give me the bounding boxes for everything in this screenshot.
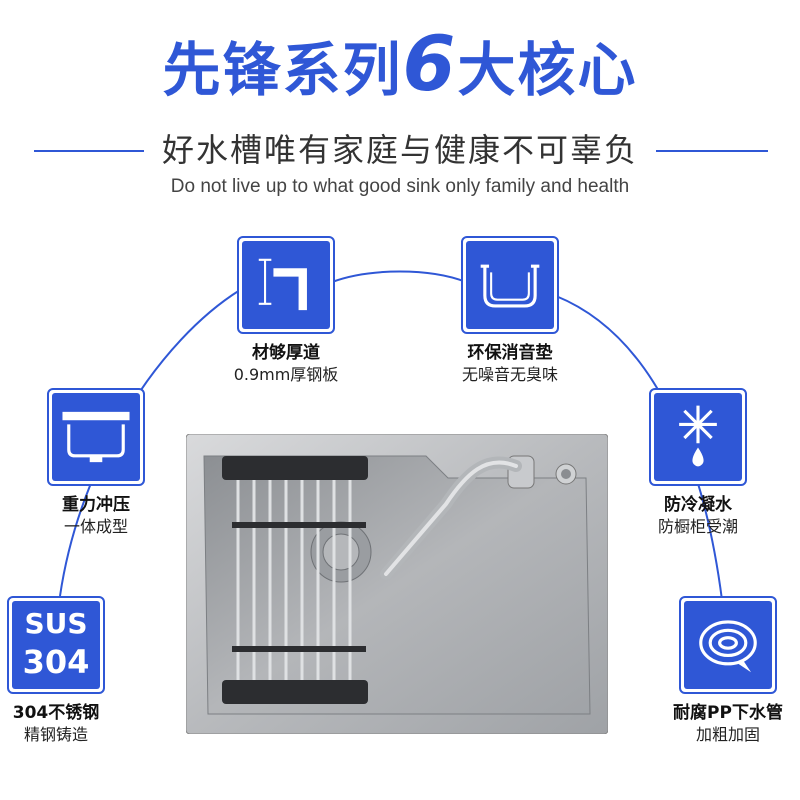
feature-desc: 一体成型 [63, 517, 128, 536]
feature-name: 环保消音垫 [467, 343, 553, 363]
feature-sound-pad: 环保消音垫 无噪音无臭味 [430, 236, 590, 386]
thickness-icon [242, 241, 330, 329]
subtitle-row: 好水槽唯有家庭与健康不可辜负 [0, 128, 800, 172]
feature-name: 材够厚道 [252, 343, 320, 363]
feature-thickness: 材够厚道 0.9mm厚钢板 [206, 236, 366, 386]
feature-desc: 0.9mm厚钢板 [233, 365, 339, 384]
feature-name: 304不锈钢 [12, 703, 100, 723]
badge-sus: SUS [24, 607, 88, 640]
english-subtitle: Do not live up to what good sink only fa… [170, 176, 630, 197]
feature-name: 防冷凝水 [664, 495, 732, 515]
page-title: 先锋系列6大核心 [0, 24, 800, 110]
sink-image [186, 434, 608, 734]
subtitle: 好水槽唯有家庭与健康不可辜负 [0, 128, 800, 172]
feature-desc: 防橱柜受潮 [657, 517, 738, 536]
feature-name: 耐腐PP下水管 [673, 703, 783, 723]
feature-desc: 无噪音无臭味 [461, 365, 558, 384]
title-part1: 先锋系列 [162, 36, 403, 104]
stamping-icon [52, 393, 140, 481]
anti-condensation-icon [654, 393, 742, 481]
feature-sus304: SUS 304 304不锈钢 精钢铸造 [0, 596, 136, 746]
feature-anti-condensation: 防冷凝水 防橱柜受潮 [618, 388, 778, 538]
feature-desc: 加粗加固 [695, 725, 760, 744]
title-part2: 大核心 [457, 36, 638, 104]
subtitle-line-left [34, 150, 144, 152]
badge-304: 304 [22, 643, 90, 681]
feature-drain-pipe: 耐腐PP下水管 加粗加固 [648, 596, 800, 746]
title-number: 6 [402, 19, 458, 108]
sound-pad-icon [466, 241, 554, 329]
feature-name: 重力冲压 [62, 495, 130, 515]
subtitle-line-right [656, 150, 768, 152]
feature-desc: 精钢铸造 [23, 725, 88, 744]
feature-stamping: 重力冲压 一体成型 [16, 388, 176, 538]
drain-pipe-icon [684, 601, 772, 689]
sus304-icon: SUS 304 [12, 601, 100, 689]
